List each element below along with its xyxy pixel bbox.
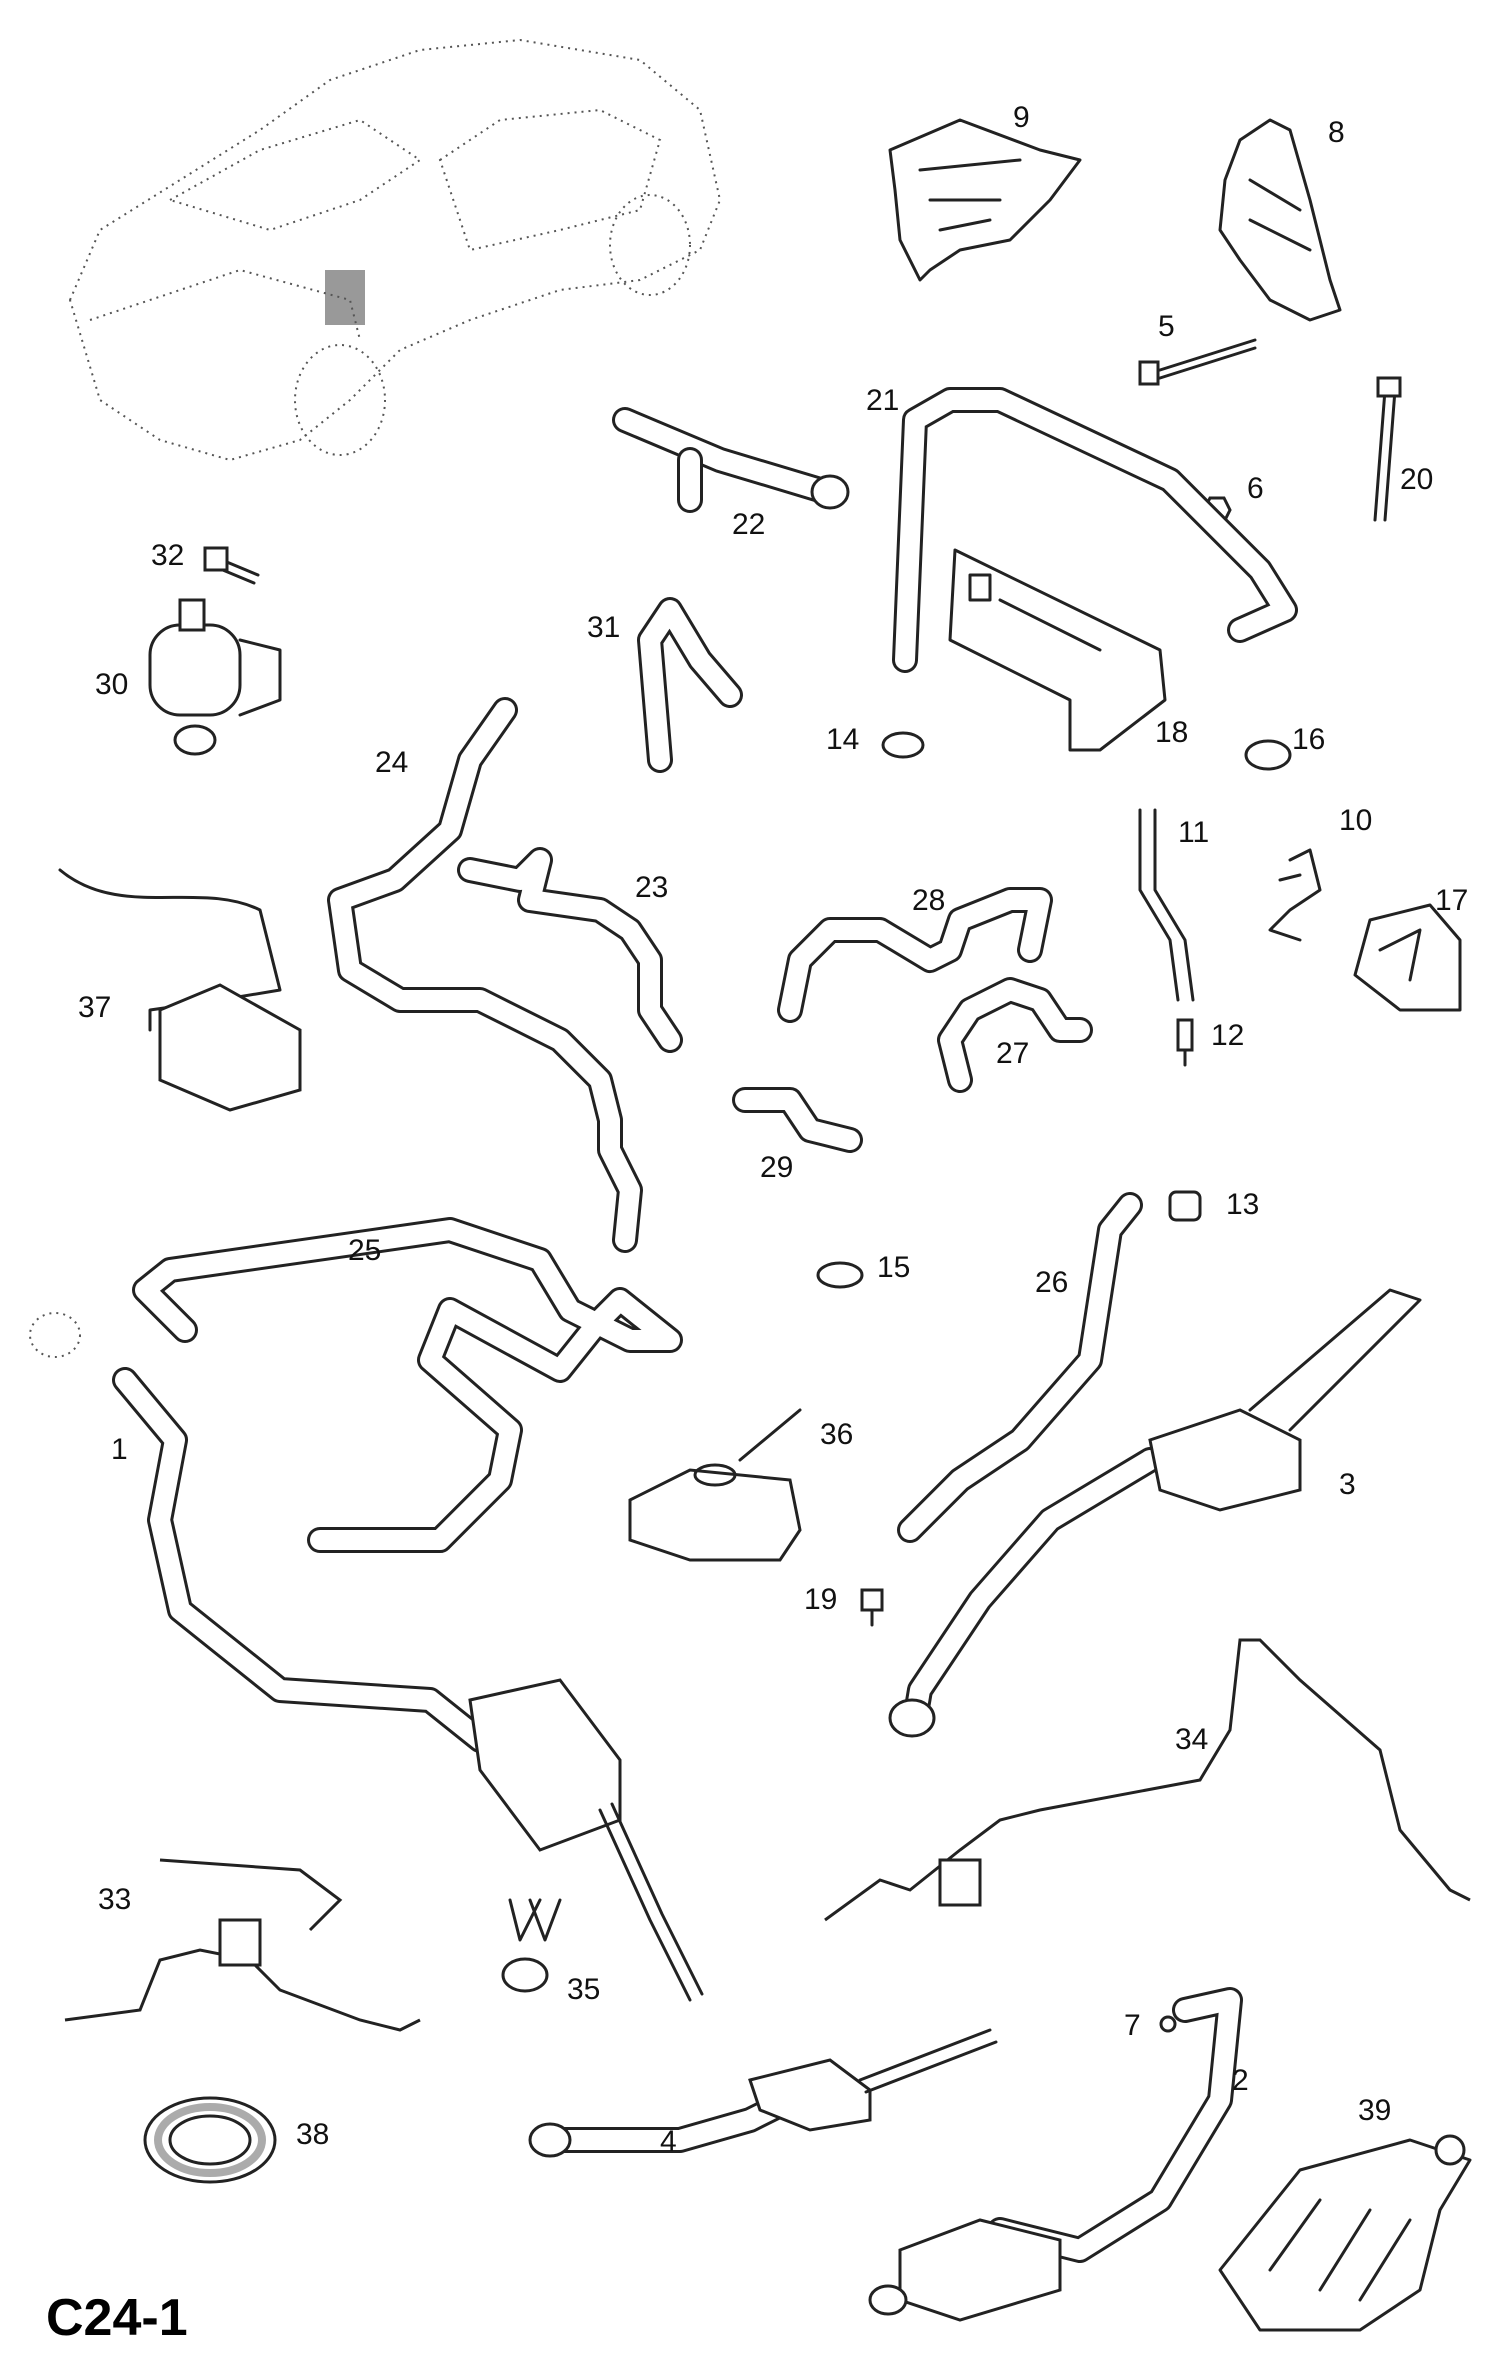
part-21-hose — [892, 387, 1298, 673]
part-1-clamp — [29, 1312, 81, 1358]
part-11-tube — [1138, 808, 1195, 1002]
part-35-clip — [501, 1898, 562, 1993]
part-32-bolt — [203, 546, 260, 585]
part-39-heat-shield — [1218, 2134, 1472, 2332]
part-16-clamp — [1244, 739, 1292, 771]
callout-5: 5 — [1158, 310, 1175, 343]
callout-15: 15 — [877, 1251, 911, 1284]
callout-16: 16 — [1292, 723, 1326, 756]
part-28-hose — [777, 887, 1053, 1023]
callout-1: 1 — [111, 1433, 128, 1466]
part-37-control-unit — [58, 868, 302, 1112]
callout-30: 30 — [95, 668, 129, 701]
part-20-cable-tie — [1373, 376, 1402, 522]
part-4-exhaust — [528, 2028, 998, 2158]
callout-4: 4 — [660, 2125, 677, 2158]
callout-39: 39 — [1358, 2094, 1392, 2127]
callout-9: 9 — [1013, 101, 1030, 134]
part-9-bracket — [888, 118, 1082, 282]
part-34-sensor-pipe — [824, 1638, 1471, 1922]
part-23-hose — [457, 847, 683, 1053]
callout-8: 8 — [1328, 116, 1345, 149]
callout-36: 36 — [820, 1418, 854, 1451]
callout-28: 28 — [912, 884, 946, 917]
callout-32: 32 — [151, 539, 185, 572]
part-38-tape-roll — [143, 2096, 277, 2184]
part-18-heat-shield — [948, 548, 1167, 752]
diagram-code: C24-1 — [46, 2289, 188, 2347]
part-1-exhaust-pipe — [112, 1367, 704, 2002]
callout-23: 23 — [635, 871, 669, 904]
callout-2: 2 — [1232, 2064, 1249, 2097]
part-17-sleeve — [1353, 903, 1462, 1012]
callout-14: 14 — [826, 723, 860, 756]
callout-33: 33 — [98, 1883, 132, 1916]
part-26-hose — [897, 1192, 1143, 1543]
callout-12: 12 — [1211, 1019, 1245, 1052]
callout-37: 37 — [78, 991, 112, 1024]
callout-13: 13 — [1226, 1188, 1260, 1221]
callout-26: 26 — [1035, 1266, 1069, 1299]
part-33-sensor-pipe — [64, 1858, 421, 2032]
part-10-clip — [1268, 848, 1322, 942]
callout-22: 22 — [732, 508, 766, 541]
part-7-nut — [1159, 2015, 1177, 2033]
part-3-exhaust — [888, 1288, 1422, 1738]
callout-25: 25 — [348, 1234, 382, 1267]
part-8-bracket — [1218, 118, 1342, 322]
callout-19: 19 — [804, 1583, 838, 1616]
part-19-bolt — [860, 1588, 884, 1627]
part-12-sensor — [1176, 1018, 1194, 1067]
part-5-bolt — [1138, 338, 1257, 386]
callout-10: 10 — [1339, 804, 1373, 837]
callout-21: 21 — [866, 384, 900, 417]
callout-18: 18 — [1155, 716, 1189, 749]
callout-27: 27 — [996, 1037, 1030, 1070]
part-24-hose — [327, 697, 643, 1253]
part-27-hose — [937, 977, 1093, 1093]
callout-34: 34 — [1175, 1723, 1209, 1756]
callout-31: 31 — [587, 611, 621, 644]
part-36-heat-shield — [628, 1408, 802, 1562]
part-13-clamp — [1168, 1190, 1202, 1222]
part-25-hose — [132, 1217, 683, 1553]
callout-6: 6 — [1247, 472, 1264, 505]
part-15-clamp — [816, 1261, 864, 1289]
part-29-hose — [732, 1087, 863, 1153]
part-2-exhaust — [868, 1987, 1243, 2322]
callout-29: 29 — [760, 1151, 794, 1184]
part-30-valve — [148, 598, 282, 756]
callout-7: 7 — [1124, 2009, 1141, 2042]
part-22-hose — [612, 407, 850, 513]
callout-24: 24 — [375, 746, 409, 779]
callout-11: 11 — [1178, 816, 1210, 849]
part-14-clamp — [881, 731, 925, 759]
callout-20: 20 — [1400, 463, 1434, 496]
callout-3: 3 — [1339, 1468, 1356, 1501]
car-overview — [68, 38, 722, 462]
callout-38: 38 — [296, 2118, 330, 2151]
callout-35: 35 — [567, 1973, 601, 2006]
callout-17: 17 — [1435, 884, 1469, 917]
part-31-elbow-hose — [637, 597, 743, 773]
